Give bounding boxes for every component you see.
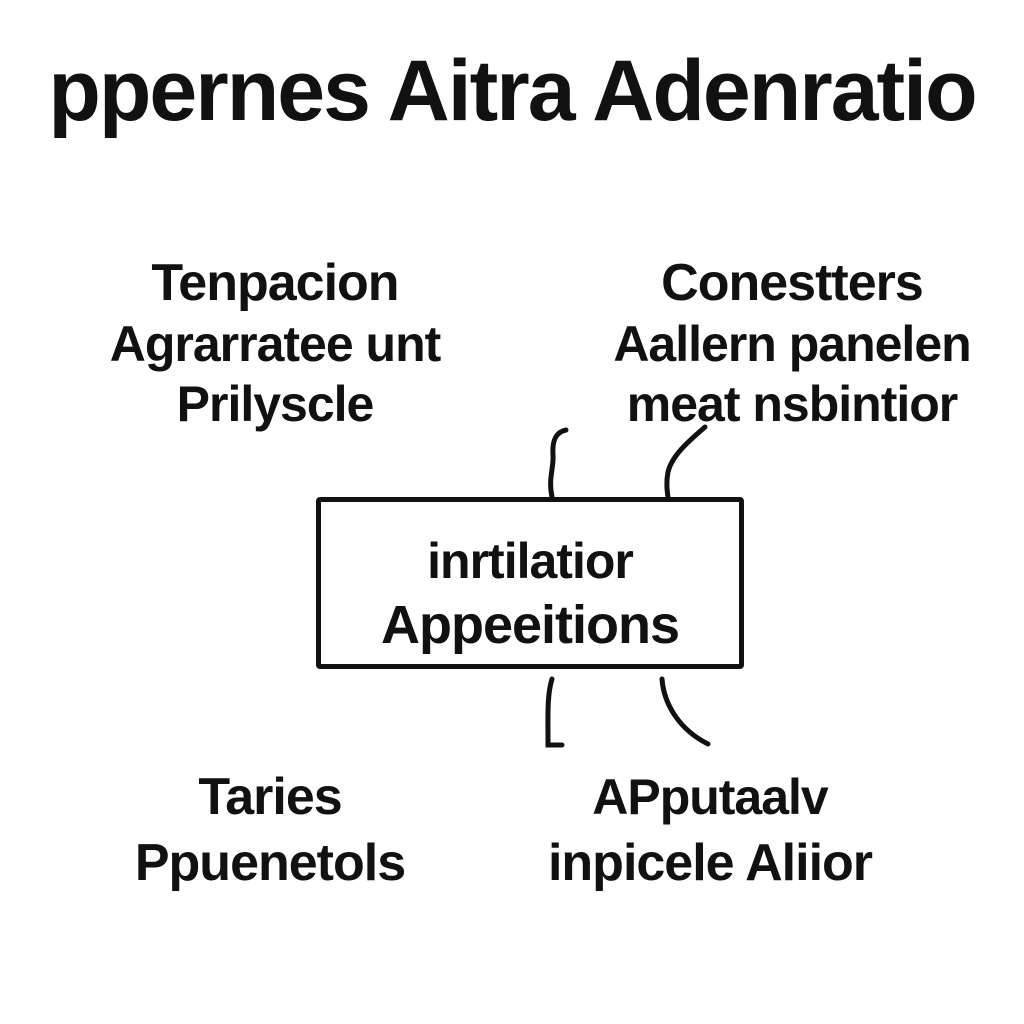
node-top-left-line-2: Agrarratee unt	[109, 316, 442, 372]
node-bottom-right-line-2: inpicele Aliior	[547, 834, 873, 892]
connector-bottom-right	[659, 676, 711, 747]
node-bottom-left: Taries Ppuenetols	[100, 766, 440, 898]
center-box: inrtilatior Appeeitions	[316, 497, 744, 669]
node-bottom-left-line-2: Ppuenetols	[134, 834, 406, 892]
node-top-right-line-3: meat nsbintior	[626, 376, 958, 432]
connector-top-right	[664, 424, 708, 500]
node-top-left-line-1: Tenpacion	[151, 254, 399, 312]
connector-bottom-left	[545, 676, 565, 748]
node-top-left-line-3: Prilyscle	[176, 376, 375, 432]
node-top-left: Tenpacion Agrarratee unt Prilyscle	[70, 252, 480, 434]
node-top-right-line-1: Conestters	[661, 254, 924, 312]
diagram-title: ppernes Aitra Adenratio	[48, 43, 977, 139]
node-bottom-right-line-1: APputaalv	[592, 769, 829, 825]
node-top-right-line-2: Aallern panelen	[613, 316, 971, 372]
node-top-right: Conestters Aallern panelen meat nsbintio…	[560, 252, 1024, 434]
center-box-line-1: inrtilatior	[427, 533, 634, 589]
node-bottom-left-line-1: Taries	[198, 768, 342, 826]
node-bottom-right: APputaalv inpicele Aliior	[480, 766, 940, 898]
center-box-line-2: Appeeitions	[380, 595, 680, 655]
connector-top-left	[548, 427, 569, 500]
